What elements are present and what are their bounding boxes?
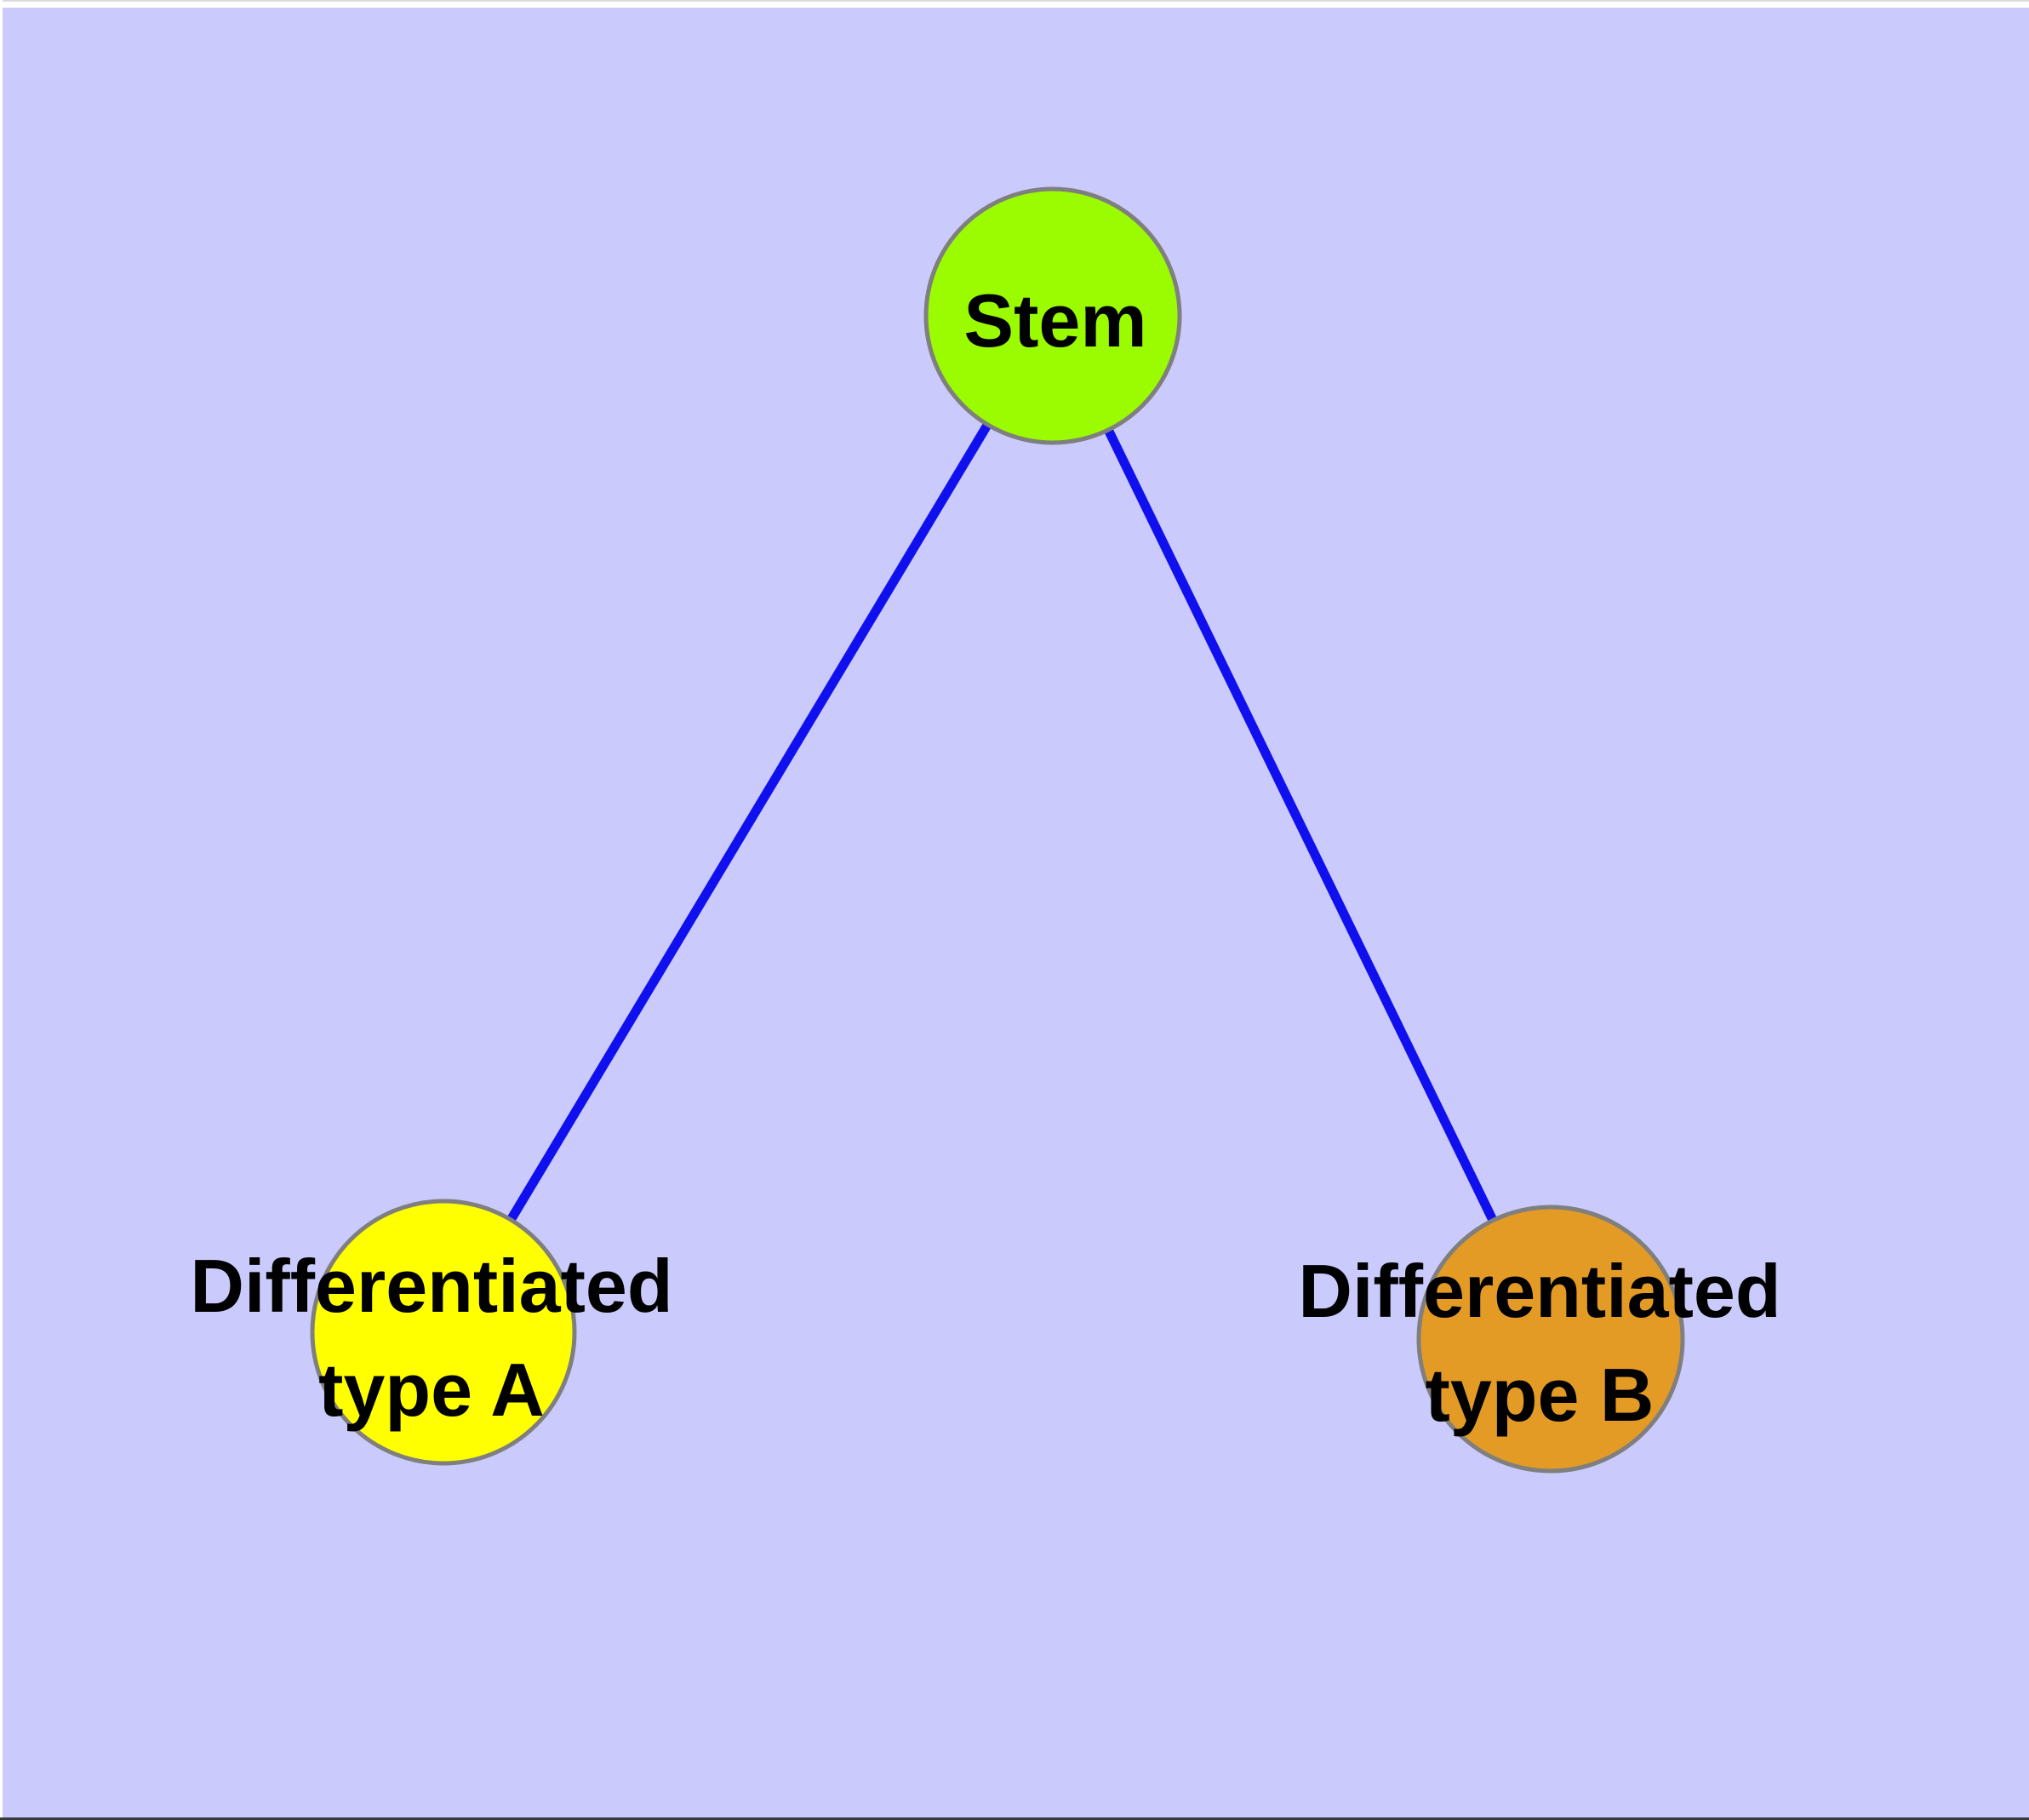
node-label-differentiated-type-a: Differentiated type A	[190, 1244, 673, 1432]
edge-stem-to-type-b	[1049, 313, 1555, 1342]
node-label-differentiated-type-b: Differentiated type B	[1298, 1249, 1781, 1437]
screenshot-left-border	[0, 0, 3, 1820]
node-label-stem: Stem	[963, 278, 1147, 363]
edge-stem-to-type-a	[439, 313, 1057, 1335]
screenshot-bottom-border	[0, 1817, 2029, 1820]
screenshot-top-border	[0, 0, 2029, 8]
node-differentiated-type-a	[310, 1199, 577, 1466]
node-stem	[923, 186, 1182, 445]
node-differentiated-type-b	[1416, 1205, 1685, 1474]
